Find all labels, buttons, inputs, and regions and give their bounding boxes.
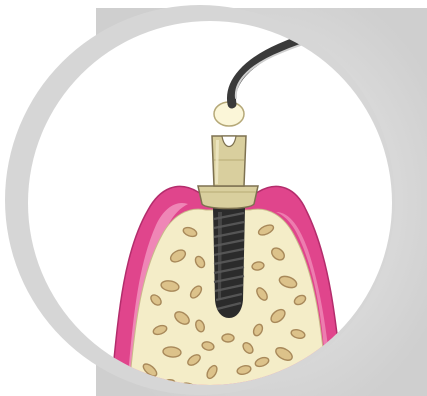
implant-screw-icon [213, 208, 245, 318]
bone-pore [222, 334, 234, 342]
